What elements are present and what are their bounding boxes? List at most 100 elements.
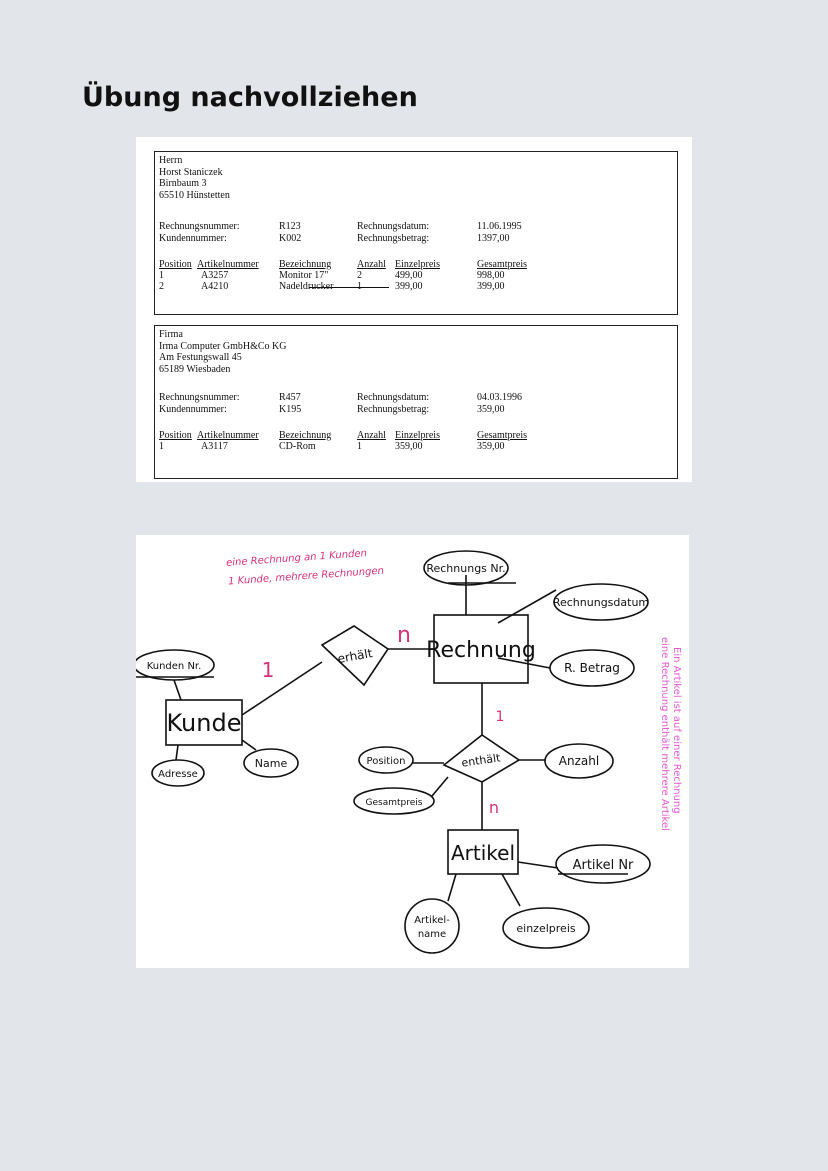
relationship-erhaelt-diamond	[320, 625, 390, 687]
attr-position-ellipse	[358, 746, 414, 774]
cell: A4210	[201, 281, 229, 292]
cell: 2	[159, 281, 164, 292]
invoice-2: Firma Irma Computer GmbH&Co KG Am Festun…	[154, 325, 678, 479]
attr-gesamtpreis-label: Gesamtpreis	[366, 798, 423, 808]
line-enthaelt-gesamtpreis	[431, 776, 449, 797]
cell: Nadeldrucker	[279, 281, 334, 292]
cell: 499,00	[395, 270, 423, 281]
er-diagram-canvas: Rechnung Kunde Artikel erhält enthält Ku…	[136, 550, 651, 954]
entity-rechnung-label: Rechnung	[426, 638, 536, 663]
table-row: 2 A4210 Nadeldrucker 1 399,00 399,00	[159, 281, 669, 293]
attr-artikel-nr-label: Artikel Nr	[573, 858, 634, 873]
column-header: Gesamtpreis	[477, 259, 527, 270]
column-header: Einzelpreis	[395, 259, 440, 270]
attr-r-betrag-ellipse	[549, 649, 635, 687]
relationship-enthaelt-label: enthält	[461, 751, 502, 769]
entity-artikel-label: Artikel	[451, 841, 515, 865]
attr-artikelname-label-line2: name	[418, 929, 446, 940]
cardinality-enthaelt-artikel: n	[489, 798, 499, 817]
address-line: Am Festungswall 45	[159, 352, 242, 363]
column-header: Position	[159, 430, 192, 441]
line-artikel-artikelnr	[517, 861, 559, 869]
line-kunde-erhaelt	[241, 661, 323, 716]
table-header: Position Artikelnummer Bezeichnung Anzah…	[159, 430, 669, 442]
column-header: Position	[159, 259, 192, 270]
cell: CD-Rom	[279, 441, 316, 452]
address-line: Irma Computer GmbH&Co KG	[159, 340, 287, 352]
cell: 359,00	[477, 441, 505, 452]
cell: A3117	[201, 441, 228, 452]
page-title: Übung nachvollziehen	[82, 82, 418, 113]
table-row: 1 A3257 Monitor 17" 2 499,00 998,00	[159, 270, 669, 282]
cell: Monitor 17"	[279, 270, 329, 281]
invoice-address: Firma Irma Computer GmbH&Co KG Am Festun…	[159, 329, 287, 375]
address-line: Birnbaum 3	[159, 178, 207, 189]
value-kundennummer: K002	[279, 233, 302, 244]
address-line: Firma	[159, 329, 183, 340]
attr-rechnungs-nr-label: Rechnungs Nr.	[426, 562, 505, 575]
table-row: 1 A3117 CD-Rom 1 359,00 359,00	[159, 441, 669, 453]
value-rechnungsbetrag: 1397,00	[477, 233, 510, 244]
attr-artikel-nr-ellipse	[555, 844, 651, 884]
label-kundennummer: Kundennummer:	[159, 404, 227, 415]
label-rechnungsnummer: Rechnungsnummer:	[159, 392, 240, 403]
attr-r-betrag-label: R. Betrag	[564, 661, 620, 675]
column-header: Anzahl	[357, 259, 386, 270]
side-note-line2: eine Rechnung enthält mehrere Artikel	[659, 637, 670, 831]
label-kundennummer: Kundennummer:	[159, 233, 227, 244]
column-header: Artikelnummer	[197, 430, 259, 441]
entity-artikel-box	[447, 829, 519, 875]
attr-anzahl-ellipse	[544, 743, 614, 779]
attr-name-ellipse	[243, 748, 299, 778]
address-line: Horst Staniczek	[159, 166, 223, 178]
label-rechnungsnummer: Rechnungsnummer:	[159, 221, 240, 232]
address-line: 65189 Wiesbaden	[159, 363, 231, 375]
attr-gesamtpreis-ellipse	[353, 787, 435, 815]
line-rechnung-betrag	[497, 657, 551, 669]
line-kunde-adresse	[175, 744, 179, 761]
column-header: Bezeichnung	[279, 430, 332, 441]
attr-artikelname-label-line1: Artikel-	[414, 915, 450, 926]
entity-rechnung-box	[433, 614, 529, 684]
attr-einzelpreis-ellipse	[502, 907, 590, 949]
attr-rechnungsdatum-ellipse	[553, 583, 649, 621]
attr-rechnungs-nr-ellipse	[423, 550, 509, 586]
column-header: Gesamtpreis	[477, 430, 527, 441]
line-rechnung-datum	[497, 589, 557, 624]
cell: A3257	[201, 270, 229, 281]
column-header: Einzelpreis	[395, 430, 440, 441]
cardinality-rechnung-enthaelt: 1	[496, 709, 505, 725]
invoice-address: Herrn Horst Staniczek Birnbaum 3 65510 H…	[159, 155, 230, 201]
value-rechnungsnummer: R457	[279, 392, 301, 403]
side-note: Ein Artikel ist auf einer Rechnung eine …	[646, 637, 686, 857]
entity-kunde-label: Kunde	[167, 709, 242, 737]
side-note-line1: Ein Artikel ist auf einer Rechnung	[671, 647, 682, 814]
address-line: Herrn	[159, 155, 183, 166]
line-artikel-name	[447, 873, 457, 902]
invoice-scan-image: Herrn Horst Staniczek Birnbaum 3 65510 H…	[136, 137, 692, 482]
label-rechnungsdatum: Rechnungsdatum:	[357, 392, 430, 403]
column-header: Bezeichnung	[279, 259, 332, 270]
cell: 2	[357, 270, 362, 281]
cell: 399,00	[395, 281, 423, 292]
relationship-erhaelt-label: erhält	[336, 646, 373, 666]
cardinality-erhaelt-rechnung: n	[397, 623, 411, 648]
column-header: Anzahl	[357, 430, 386, 441]
attr-rechnungsdatum-label: Rechnungsdatum	[553, 596, 649, 609]
address-line: 65510 Hünstetten	[159, 189, 230, 201]
attr-kunden-nr-label: Kunden Nr.	[147, 661, 202, 672]
value-kundennummer: K195	[279, 404, 302, 415]
cell: 1	[159, 441, 164, 452]
relationship-enthaelt-diamond	[442, 734, 521, 783]
cell: 1	[357, 281, 362, 293]
cardinality-kunde-erhaelt: 1	[262, 658, 275, 682]
attr-anzahl-label: Anzahl	[559, 754, 599, 768]
cell: 399,00	[477, 281, 505, 292]
label-rechnungsbetrag: Rechnungsbetrag:	[357, 233, 430, 244]
attr-adresse-ellipse	[151, 759, 205, 787]
label-rechnungsbetrag: Rechnungsbetrag:	[357, 404, 430, 415]
attr-artikelname-ellipse	[404, 898, 460, 954]
attr-adresse-label: Adresse	[158, 769, 198, 780]
line-artikel-einzelpreis	[501, 873, 521, 907]
attr-einzelpreis-label: einzelpreis	[516, 922, 575, 935]
